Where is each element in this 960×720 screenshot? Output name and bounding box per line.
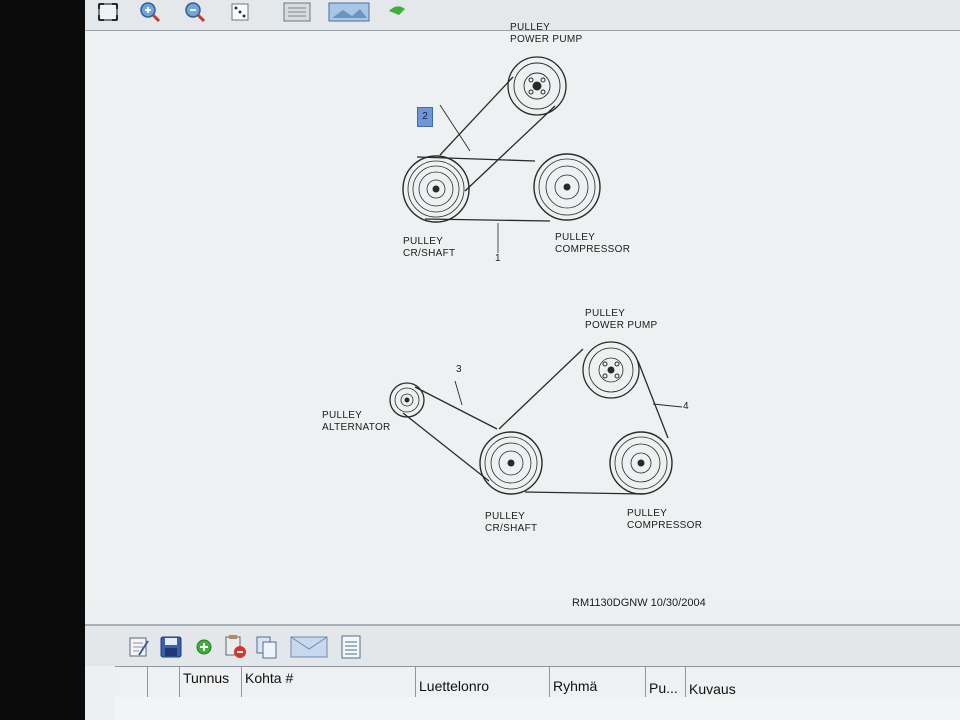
edit-icon[interactable] [125, 634, 153, 660]
label-lower-power-pump: PULLEY POWER PUMP [585, 308, 658, 331]
column-header-pu[interactable]: Pu... [645, 667, 685, 697]
label-upper-crankshaft: PULLEY CR/SHAFT [403, 236, 456, 259]
callout-1: 1 [495, 253, 501, 264]
callout-2[interactable]: 2 [417, 107, 433, 127]
fit-page-icon[interactable] [93, 0, 123, 24]
label-upper-compressor: PULLEY COMPRESSOR [555, 232, 631, 255]
upper-compressor-pulley [533, 153, 601, 221]
diagram-reference: RM1130DGNW 10/30/2004 [572, 597, 706, 609]
lower-crankshaft-pulley [479, 431, 543, 495]
upper-crankshaft-pulley [402, 155, 470, 223]
copy-icon[interactable] [253, 634, 281, 660]
zoom-in-icon[interactable] [135, 0, 165, 24]
picture-icon[interactable] [327, 0, 371, 24]
table-row[interactable] [115, 697, 960, 720]
arrow-icon[interactable] [385, 0, 409, 24]
label-upper-power-pump: PULLEY POWER PUMP [510, 22, 583, 45]
upper-belt-diagram [416, 76, 556, 222]
column-header-ryhma[interactable]: Ryhmä [549, 667, 645, 697]
add-icon[interactable] [193, 634, 215, 660]
label-lower-crankshaft: PULLEY CR/SHAFT [485, 511, 538, 534]
column-header-luettelonro[interactable]: Luettelonro [415, 667, 549, 697]
label-lower-compressor: PULLEY COMPRESSOR [627, 508, 703, 531]
bottom-toolbar [85, 624, 960, 666]
delete-icon[interactable] [221, 634, 249, 660]
column-header-blank[interactable] [147, 667, 179, 697]
column-header-kuvaus[interactable]: Kuvaus [685, 667, 960, 697]
save-icon[interactable] [157, 634, 185, 660]
zoom-out-icon[interactable] [180, 0, 210, 24]
column-header-select[interactable] [115, 667, 147, 697]
lower-compressor-pulley [609, 431, 673, 495]
document-icon[interactable] [280, 0, 314, 24]
belt-diagram [389, 56, 683, 495]
lower-belt-diagram [402, 348, 683, 495]
column-header-tunnus[interactable]: Tunnus [179, 667, 241, 697]
upper-power-pump-pulley [507, 56, 567, 116]
label-lower-alternator: PULLEY ALTERNATOR [322, 410, 391, 433]
callout-3: 3 [456, 364, 462, 375]
diagram-viewer[interactable]: PULLEY POWER PUMP 2 PULLEY CR/SHAFT PULL… [85, 22, 960, 609]
lower-power-pump-pulley [582, 341, 640, 399]
email-icon[interactable] [288, 634, 330, 660]
list-icon[interactable] [337, 634, 365, 660]
dice-icon[interactable] [225, 0, 255, 24]
application-window: PULLEY POWER PUMP 2 PULLEY CR/SHAFT PULL… [85, 0, 960, 720]
table-header: Tunnus Kohta # Luettelonro Ryhmä Pu... K… [115, 666, 960, 698]
top-toolbar [85, 0, 960, 31]
column-header-kohta[interactable]: Kohta # [241, 667, 415, 697]
callout-4: 4 [683, 401, 689, 412]
lower-alternator-pulley [389, 382, 425, 418]
